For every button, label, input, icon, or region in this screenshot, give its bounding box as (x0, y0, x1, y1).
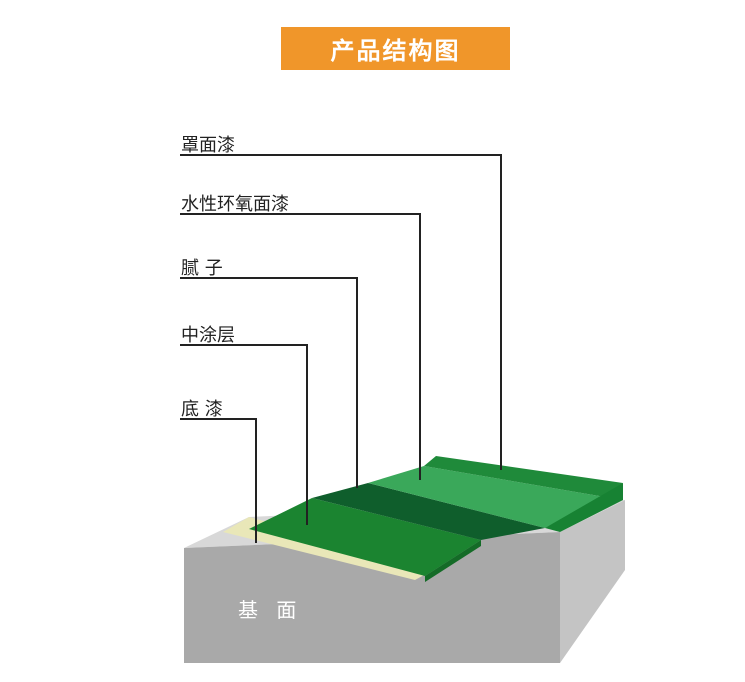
topcoat-layer (424, 456, 623, 497)
topcoat-edge (545, 483, 623, 532)
middle-coat-leader (180, 344, 308, 525)
putty-layer (312, 483, 545, 540)
substrate-front-face (184, 532, 560, 663)
putty-label: 腻 子 (181, 258, 223, 279)
epoxy-topcoat-leader (180, 213, 421, 480)
primer-label: 底 漆 (181, 399, 223, 420)
primer-leader (180, 418, 257, 543)
substrate-label: 基 面 (238, 598, 303, 622)
putty-leader (180, 277, 358, 488)
diagram-title: 产品结构图 (330, 37, 461, 65)
topcoat-label: 罩面漆 (181, 135, 235, 156)
substrate-side-face (560, 500, 625, 663)
middle-coat-edge (425, 540, 481, 582)
title-banner: 产品结构图 (281, 27, 510, 70)
epoxy-topcoat-label: 水性环氧面漆 (181, 194, 289, 215)
middle-coat-label: 中涂层 (181, 325, 235, 346)
epoxy-topcoat-layer (368, 466, 605, 528)
topcoat-leader (180, 154, 502, 470)
